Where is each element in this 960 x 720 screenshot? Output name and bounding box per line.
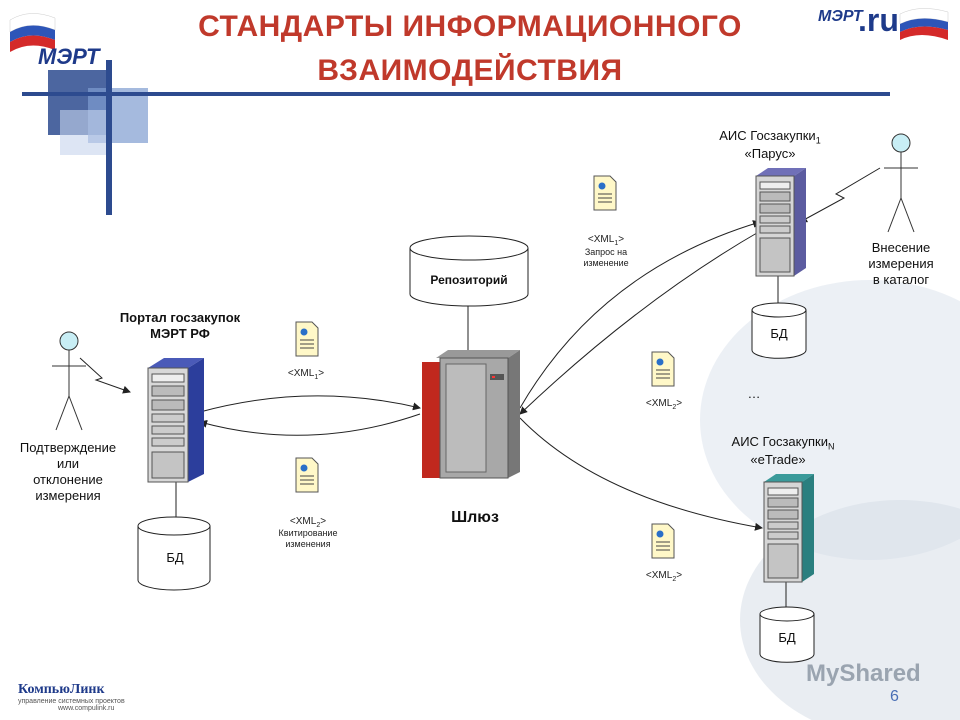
xml2-portal-label: <XML2> <box>262 516 354 529</box>
xml-end: > <box>318 368 325 379</box>
xml-sub: 2 <box>316 522 321 529</box>
xml-text: <XML <box>587 234 615 245</box>
actor-right <box>884 133 918 233</box>
actor-left-caption: Подтверждение или отклонение измерения <box>19 440 117 503</box>
document-icon <box>295 321 319 357</box>
ais1-db-label: БД <box>770 326 788 341</box>
repository-icon <box>409 235 529 307</box>
page-title-line2: ВЗАИМОДЕЙСТВИЯ <box>317 54 623 87</box>
edge-gateway-to-portal <box>199 413 421 436</box>
ellipsis: … <box>747 386 761 401</box>
xml-text: <XML <box>645 570 673 581</box>
compulink-name: КомпьюЛинк <box>18 682 105 697</box>
portal-title: Портал госзакупок МЭРТ РФ <box>119 310 241 341</box>
xml1-portal-label: <XML1> <box>262 368 350 381</box>
xml1-ais-note: Запрос на изменение <box>583 247 629 268</box>
compulink-logo: КомпьюЛинк управление системных проектов… <box>18 682 168 712</box>
actor-left <box>52 331 86 431</box>
xml-end: > <box>676 398 683 409</box>
xml-sub: 1 <box>614 240 619 247</box>
edge-actor-left-portal <box>79 357 131 394</box>
xml-text: <XML <box>289 516 317 527</box>
compulink-url: www.compulink.ru <box>58 705 115 712</box>
aisn-db-label: БД <box>778 630 796 645</box>
edge-ais1-to-gateway <box>519 229 763 415</box>
xml-sub: 2 <box>672 576 677 583</box>
edge-actor-right-ais1 <box>799 167 881 223</box>
document-icon <box>593 175 617 211</box>
aisn-title-text: АИС Госзакупки <box>731 434 828 449</box>
portal-db-icon <box>137 516 211 591</box>
aisn-title: АИС ГосзакупкиN <box>708 434 858 455</box>
ais1-server-icon <box>755 168 806 277</box>
gateway-label: Шлюз <box>451 509 499 526</box>
page-number: 6 <box>890 688 899 705</box>
ais1-db-icon <box>751 302 807 359</box>
xml-sub: 1 <box>314 374 319 381</box>
aisn-db-icon <box>759 606 815 663</box>
ais1-title: АИС Госзакупки1 <box>700 128 840 149</box>
xml2-ais1-label: <XML2> <box>620 398 708 411</box>
compulink-tagline: управление системных проектов <box>18 698 125 705</box>
top-right-logo-ru: .ru <box>858 2 899 38</box>
portal-server-icon <box>147 358 204 483</box>
xml-end: > <box>676 570 683 581</box>
xml-end: > <box>618 234 625 245</box>
aisn-name: «eTrade» <box>750 452 806 467</box>
xml-text: <XML <box>287 368 315 379</box>
xml-end: > <box>320 516 327 527</box>
document-icon <box>651 523 675 559</box>
ais1-title-text: АИС Госзакупки <box>719 128 816 143</box>
edge-portal-to-gateway <box>199 395 421 413</box>
xml2-portal-note: Квитирование изменения <box>278 528 338 549</box>
document-icon <box>295 457 319 493</box>
xml1-ais-label: <XML1> <box>562 234 650 247</box>
top-left-logo: МЭРТ <box>38 44 100 69</box>
xml-sub: 2 <box>672 404 677 411</box>
myshared-watermark: MyShared <box>806 660 921 687</box>
xml-text: <XML <box>645 398 673 409</box>
gateway-server-icon <box>422 350 520 479</box>
ais1-name: «Парус» <box>744 146 796 161</box>
portal-db-label: БД <box>166 550 184 565</box>
edge-gateway-to-aisn <box>519 417 763 531</box>
document-icon <box>651 351 675 387</box>
ais1-title-sub: 1 <box>815 135 821 146</box>
edge-gateway-to-ais1 <box>519 220 761 409</box>
repository-label: Репозиторий <box>430 273 508 287</box>
aisn-server-icon <box>763 474 814 583</box>
xml2-aisn-label: <XML2> <box>620 570 708 583</box>
aisn-title-sub: N <box>827 441 835 452</box>
page-title-line1: СТАНДАРТЫ ИНФОРМАЦИОННОГО <box>198 10 742 43</box>
top-right-logo-mert: МЭРТ <box>818 8 863 25</box>
actor-right-caption: Внесение измерения в каталог <box>868 240 934 287</box>
